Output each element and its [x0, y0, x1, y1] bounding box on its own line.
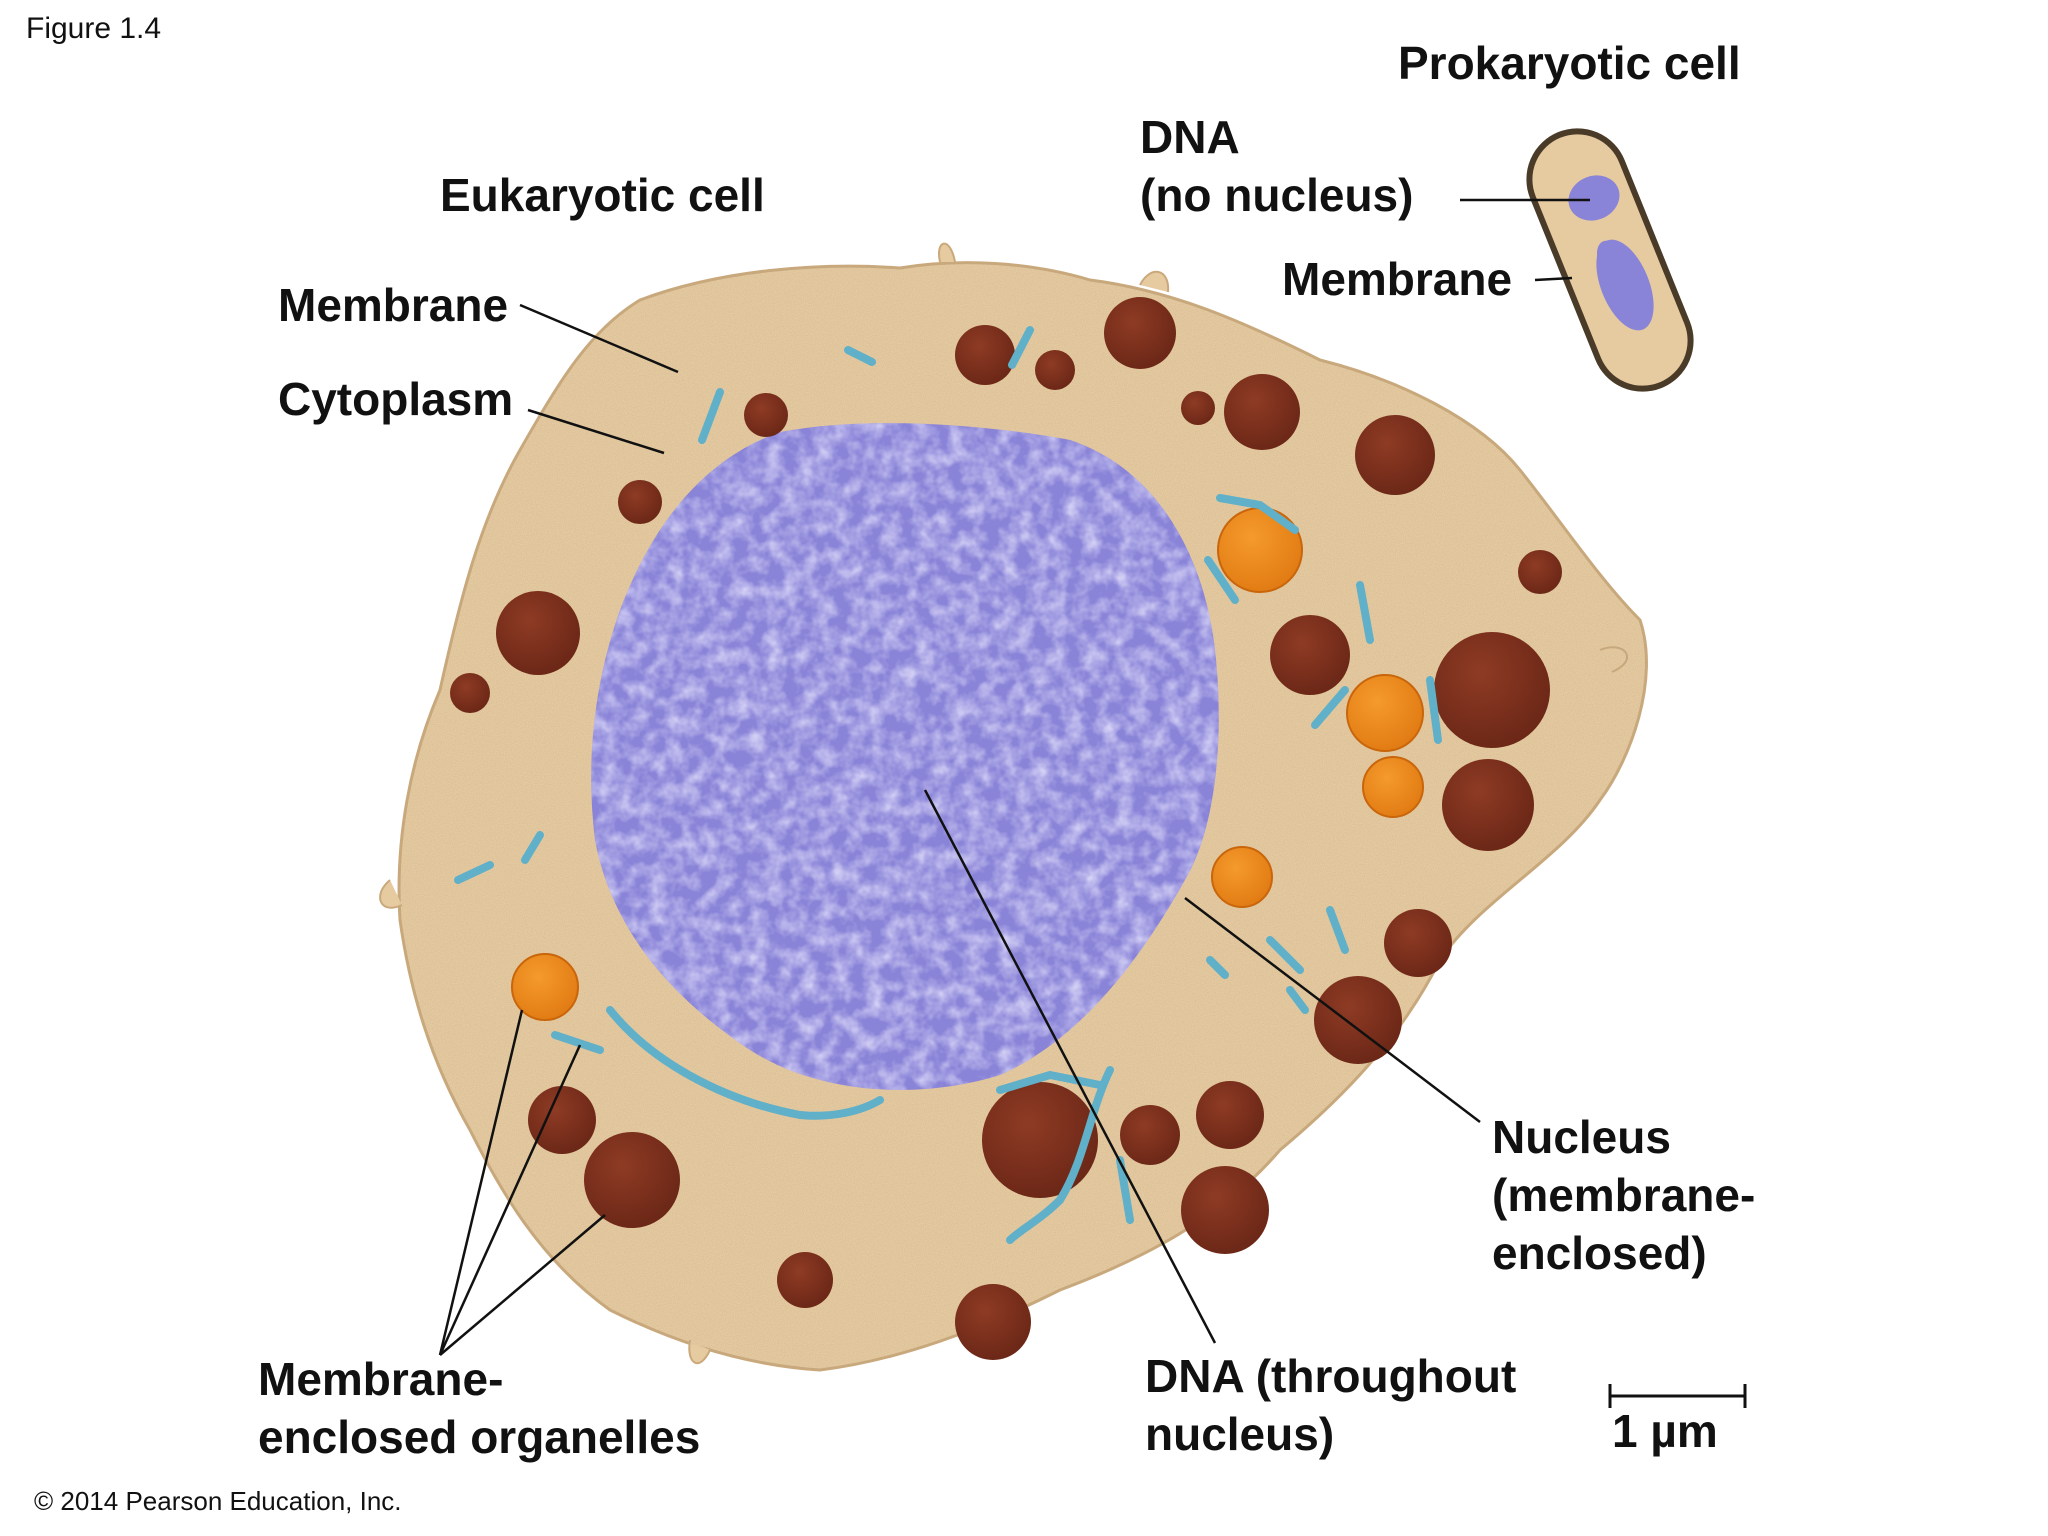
organelle — [1120, 1105, 1180, 1165]
tubule — [844, 346, 876, 366]
tubule — [1006, 1066, 1114, 1244]
prokaryote-dna — [1568, 175, 1654, 331]
organelle — [1270, 615, 1350, 695]
copyright: © 2014 Pearson Education, Inc. — [34, 1486, 402, 1516]
organelle — [777, 1252, 833, 1308]
organelle — [1434, 632, 1550, 748]
organelle — [1355, 415, 1435, 495]
nuclear-dna-label-2: nucleus) — [1145, 1408, 1335, 1460]
tubule — [1008, 326, 1034, 369]
prokaryote-membrane-label: Membrane — [1282, 253, 1513, 305]
tubule — [454, 861, 494, 884]
leader-nuclear-dna — [923, 789, 1217, 1344]
nucleus-label-2: (membrane- — [1492, 1169, 1756, 1221]
tubule — [1286, 986, 1309, 1014]
organelle — [1384, 909, 1452, 977]
organelle — [450, 673, 490, 713]
nucleoid-region — [1596, 240, 1624, 276]
tubule — [1356, 581, 1374, 644]
dense-organelles — [450, 297, 1562, 1360]
leader-prokaryote-membrane — [1534, 276, 1573, 282]
organelle — [618, 480, 662, 524]
nucleus-chromatin — [591, 423, 1219, 1090]
organelle — [584, 1132, 680, 1228]
tubule — [1311, 686, 1349, 729]
eukaryotic-cell-title: Eukaryotic cell — [440, 169, 765, 221]
tubule — [996, 1070, 1104, 1094]
organelle — [528, 1086, 596, 1154]
organelle — [1104, 297, 1176, 369]
membrane-protrusion — [1139, 270, 1170, 293]
organelle — [1181, 1166, 1269, 1254]
eukaryotic-cell — [379, 242, 1648, 1372]
figure-label: Figure 1.4 — [26, 12, 162, 45]
leader-lines — [438, 198, 1590, 1356]
organelle — [955, 1284, 1031, 1360]
organelle — [1314, 976, 1402, 1064]
leader-nucleus — [1184, 897, 1481, 1123]
organelle — [1224, 374, 1300, 450]
organelles-label-2: enclosed organelles — [258, 1411, 701, 1463]
tubule — [1206, 956, 1229, 979]
nucleoid-region — [1568, 175, 1620, 221]
organelle — [982, 1082, 1098, 1198]
tubule — [1216, 494, 1299, 534]
orange-organelle — [1217, 507, 1303, 593]
leader-membrane — [519, 303, 679, 374]
organelle — [1035, 350, 1075, 390]
tubule — [521, 831, 544, 864]
organelle — [1196, 1081, 1264, 1149]
leader-organelle-2 — [438, 1044, 582, 1356]
organelle — [1181, 391, 1215, 425]
organelle — [955, 325, 1015, 385]
membrane-tubules — [454, 326, 1442, 1244]
orange-organelles — [511, 507, 1424, 1021]
nucleus-label-1: Nucleus — [1492, 1111, 1671, 1163]
organelle — [1442, 759, 1534, 851]
eukaryote-membrane-label: Membrane — [278, 279, 509, 331]
tubule — [551, 1031, 604, 1054]
organelle — [1518, 550, 1562, 594]
orange-organelle — [1211, 846, 1273, 908]
leader-organelle-3 — [439, 1214, 606, 1356]
tubule — [1204, 556, 1239, 604]
tubule — [1116, 1156, 1134, 1224]
organelles-label-1: Membrane- — [258, 1353, 504, 1405]
organelle — [744, 393, 788, 437]
membrane-protrusion — [688, 1339, 711, 1365]
prokaryotic-cell — [1526, 128, 1694, 392]
leader-organelle-1 — [438, 1009, 524, 1356]
prokaryote-dna-label-1: DNA — [1140, 111, 1240, 163]
tubule — [698, 388, 724, 444]
nucleus-label-3: enclosed) — [1492, 1227, 1707, 1279]
membrane-protrusion — [379, 879, 403, 909]
prokaryotic-cell-title: Prokaryotic cell — [1398, 37, 1741, 89]
tubule — [1426, 676, 1442, 744]
cytoplasm-label: Cytoplasm — [278, 373, 514, 425]
tubule — [1266, 936, 1304, 974]
tubule — [1326, 906, 1349, 954]
leader-cytoplasm — [527, 408, 665, 455]
membrane-protrusion — [938, 242, 956, 263]
prokaryote-dna-label-2: (no nucleus) — [1140, 169, 1414, 221]
orange-organelle — [511, 953, 579, 1021]
organelle — [496, 591, 580, 675]
orange-organelle — [1362, 756, 1424, 818]
nuclear-dna-label-1: DNA (throughout — [1145, 1350, 1517, 1402]
orange-organelle — [1346, 674, 1424, 752]
scale-bar — [1608, 1384, 1747, 1408]
scale-bar-label: 1 µm — [1612, 1405, 1718, 1457]
tubule — [606, 1006, 884, 1120]
